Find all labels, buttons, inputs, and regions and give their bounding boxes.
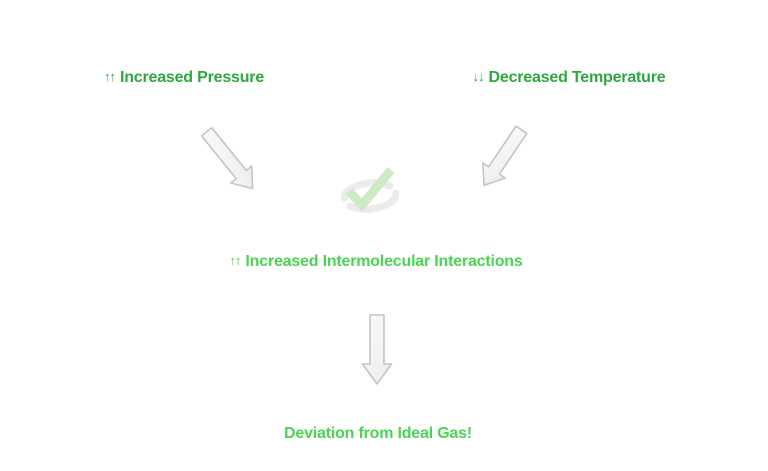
double-up-arrow-icon: ↑↑ [103,69,116,84]
checkmark-swirl-logo-watermark-icon [340,167,400,213]
double-up-arrow-icon: ↑↑ [229,253,241,268]
increased-intermolecular-interactions-text: Increased Intermolecular Interactions [245,253,523,270]
node-increased-pressure: ↑↑Increased Pressure [104,69,264,87]
block-arrow-down-icon [361,314,393,385]
node-increased-intermolecular-interactions: ↑↑ Increased Intermolecular Interactions [229,253,522,271]
deviation-from-ideal-gas-text: Deviation from Ideal Gas! [284,425,472,442]
node-decreased-temperature: ↓↓Decreased Temperature [473,69,666,87]
block-arrow-down-left-icon [482,125,528,187]
block-arrow-down-right-icon [200,126,254,190]
increased-pressure-text: Increased Pressure [119,69,265,86]
node-deviation-from-ideal-gas: Deviation from Ideal Gas! [284,425,472,443]
double-down-arrow-icon: ↓↓ [472,69,485,84]
decreased-temperature-text: Decreased Temperature [488,69,666,86]
